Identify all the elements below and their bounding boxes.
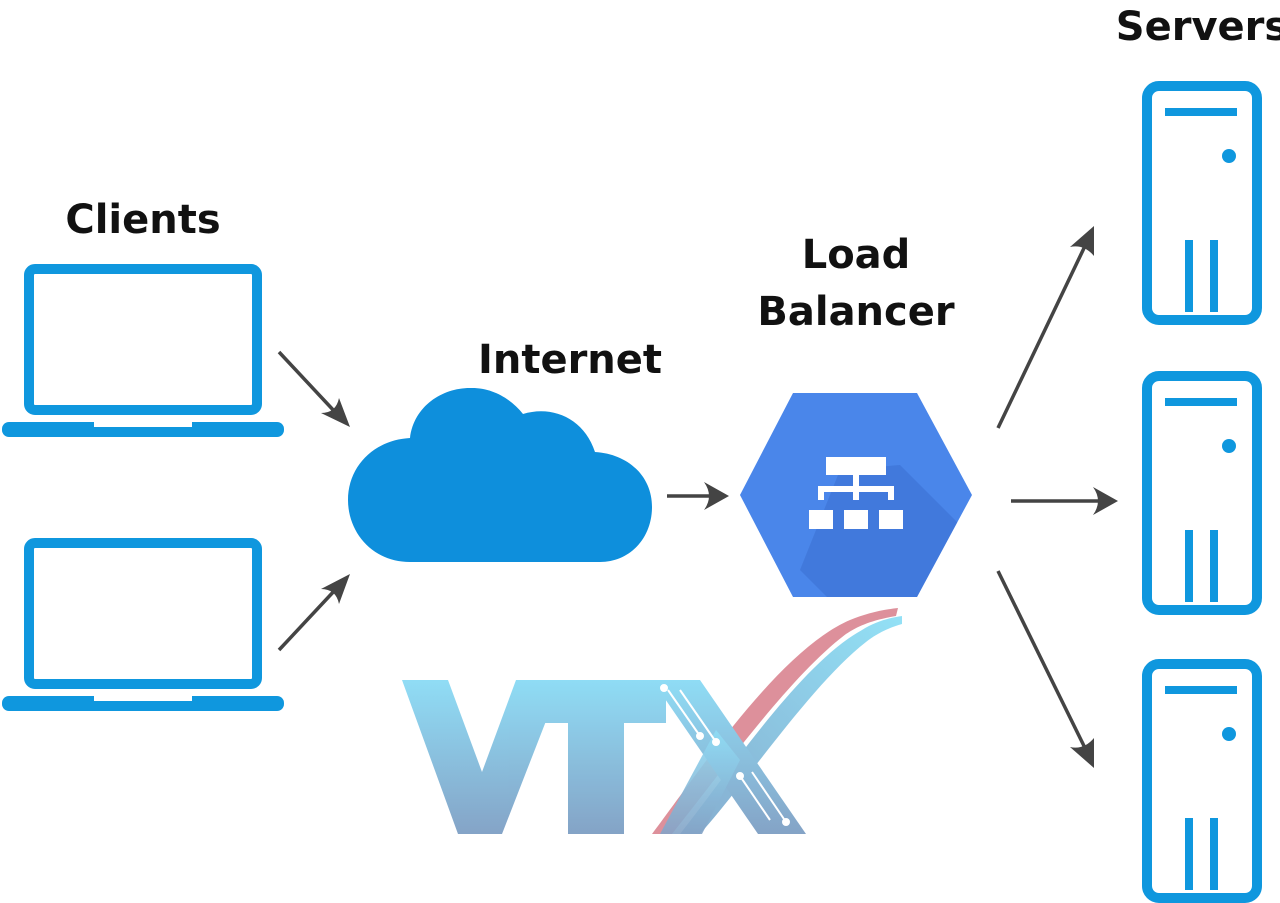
logo-letter-x (652, 680, 806, 834)
server-tower-icon (1142, 371, 1262, 615)
arrow-internet-to-balancer (667, 482, 729, 510)
vtx-logo (402, 608, 902, 834)
arrow-client-top-to-internet (277, 350, 350, 427)
server-tower-icon (1142, 659, 1262, 903)
server-tower-icon (1142, 81, 1262, 325)
server-middle (1142, 371, 1262, 615)
server-top (1142, 81, 1262, 325)
load-balancer-label-line2: Balancer (757, 289, 955, 335)
client-laptop-bottom (2, 538, 284, 711)
laptop-icon (2, 264, 284, 437)
hexagon-network-icon (740, 393, 972, 597)
arrow-balancer-to-server-top (996, 226, 1094, 429)
server-bottom (1142, 659, 1262, 903)
clients-label: Clients (65, 197, 220, 243)
cloud-icon (348, 387, 652, 562)
internet-label: Internet (478, 337, 662, 383)
arrow-client-bottom-to-internet (277, 574, 350, 652)
arrow-balancer-to-server-middle (1011, 487, 1118, 515)
internet-cloud (348, 387, 652, 562)
load-balancer-label-line1: Load (802, 232, 911, 278)
logo-letter-t (538, 680, 666, 834)
servers-label: Servers (1116, 4, 1280, 50)
laptop-icon (2, 538, 284, 711)
logo-letter-v (402, 680, 562, 834)
arrow-balancer-to-server-bottom (996, 570, 1094, 768)
load-balancer (740, 393, 972, 597)
client-laptop-top (2, 264, 284, 437)
